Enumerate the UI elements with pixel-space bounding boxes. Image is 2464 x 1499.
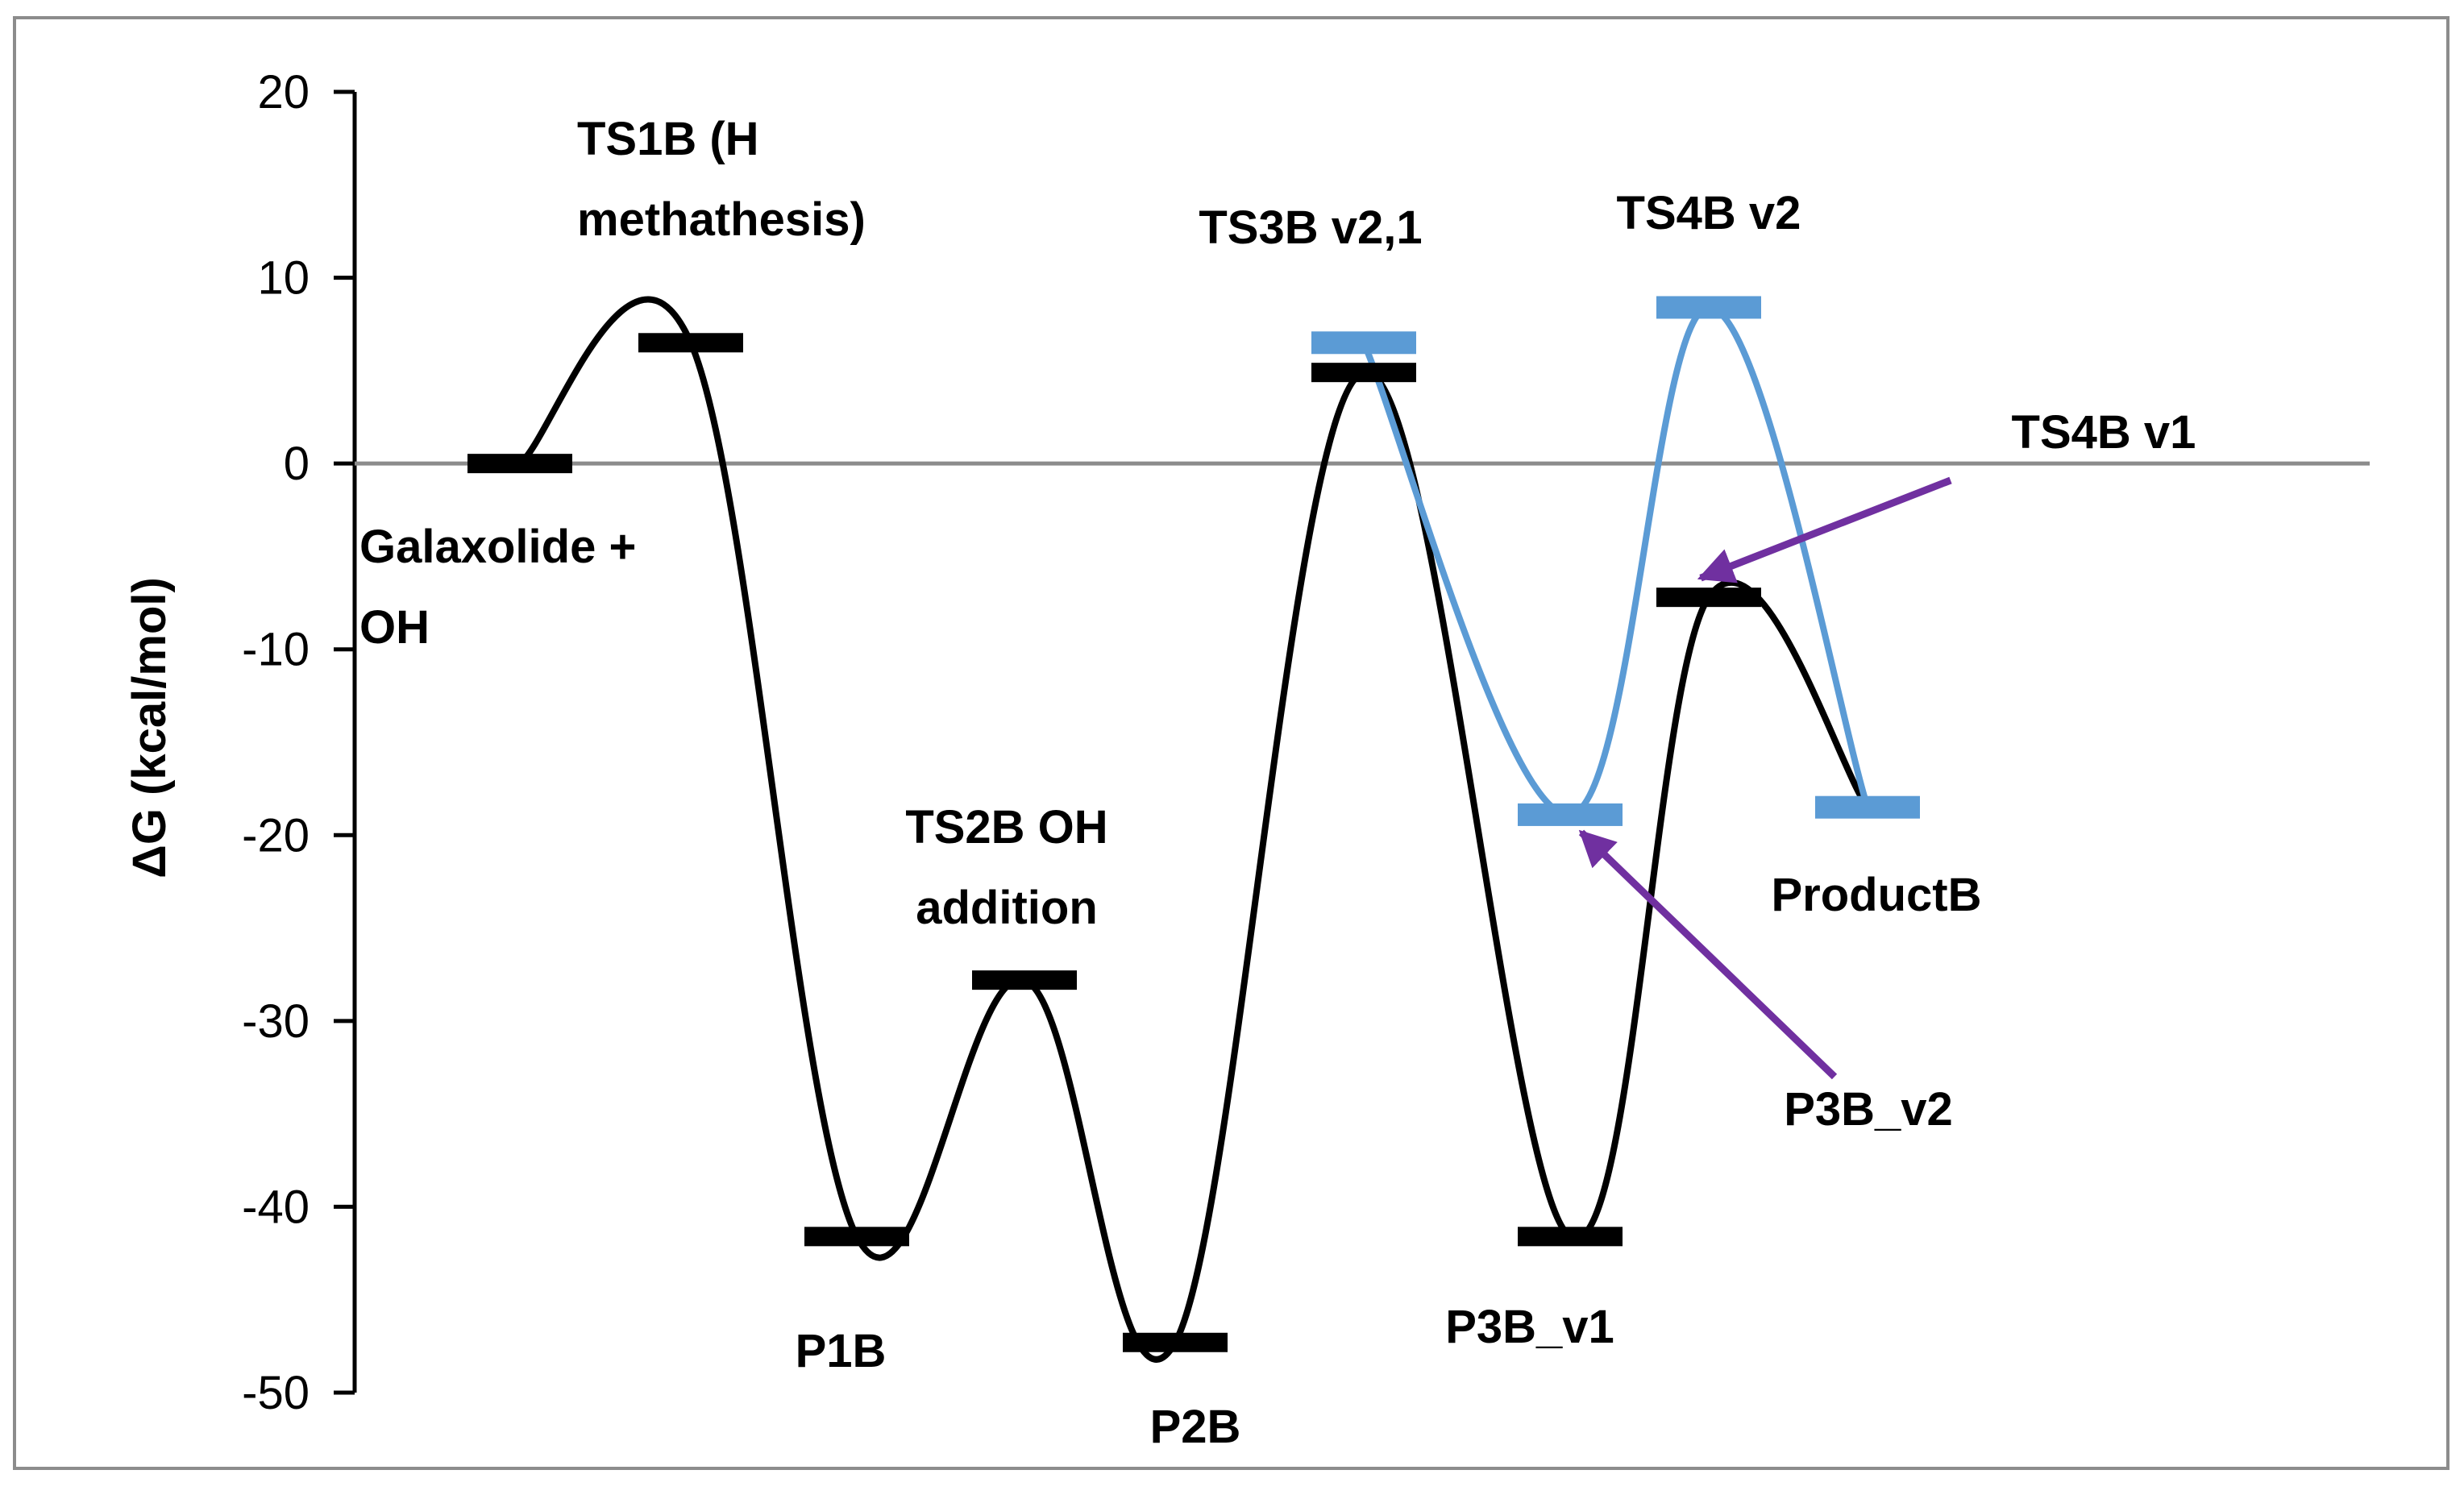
energy-level-ts2b-v1 bbox=[972, 970, 1077, 990]
energy-level-product-v2 bbox=[1815, 795, 1920, 819]
y-tick-label: 20 bbox=[257, 66, 310, 118]
state-label-reactant: Galaxolide +OH bbox=[359, 521, 636, 654]
y-tick-label: 10 bbox=[257, 252, 310, 305]
y-tick-label: 0 bbox=[284, 438, 310, 490]
energy-level-ts4b-v2 bbox=[1656, 296, 1761, 319]
energy-level-ts3b-v2 bbox=[1311, 331, 1416, 355]
y-tick-label: -50 bbox=[242, 1367, 310, 1419]
annotation-label-p3b_v2: P3B_v2 bbox=[1784, 1083, 1953, 1136]
state-label-p2b: P2B bbox=[1150, 1401, 1241, 1453]
energy-level-reactant-v1 bbox=[467, 454, 572, 474]
y-tick-label: -20 bbox=[242, 809, 310, 862]
state-label-ts3b: TS3B v2,1 bbox=[1199, 201, 1422, 254]
energy-level-p3b-v1 bbox=[1518, 1227, 1623, 1247]
y-axis-title: ΔG (kcal/mol) bbox=[123, 577, 176, 878]
y-tick-label: -40 bbox=[242, 1181, 310, 1233]
energy-level-ts1b-v1 bbox=[638, 333, 743, 353]
energy-level-p1b-v1 bbox=[804, 1227, 909, 1247]
energy-level-ts4b-v1 bbox=[1656, 588, 1761, 608]
energy-level-p3b-v2 bbox=[1518, 803, 1623, 826]
state-label-product: ProductB bbox=[1772, 869, 1982, 921]
energy-level-ts3b-v1 bbox=[1311, 363, 1416, 383]
pathway-v1-curve bbox=[517, 296, 1871, 1363]
y-tick-label: -30 bbox=[242, 995, 310, 1048]
annotation-arrow-ts4b_v1 bbox=[1697, 476, 1952, 583]
annotation-arrow-p3b_v2 bbox=[1578, 829, 1838, 1080]
y-tick-label: -10 bbox=[242, 624, 310, 676]
pathway-v2-curve bbox=[1361, 304, 1871, 818]
state-label-p3b: P3B_v1 bbox=[1445, 1301, 1614, 1353]
energy-level-p2b-v1 bbox=[1123, 1332, 1228, 1352]
state-label-ts4b: TS4B v2 bbox=[1617, 187, 1801, 239]
annotation-label-ts4b_v1: TS4B v1 bbox=[2012, 406, 2196, 459]
state-label-p1b: P1B bbox=[796, 1325, 887, 1377]
chart-border bbox=[13, 16, 2449, 1470]
